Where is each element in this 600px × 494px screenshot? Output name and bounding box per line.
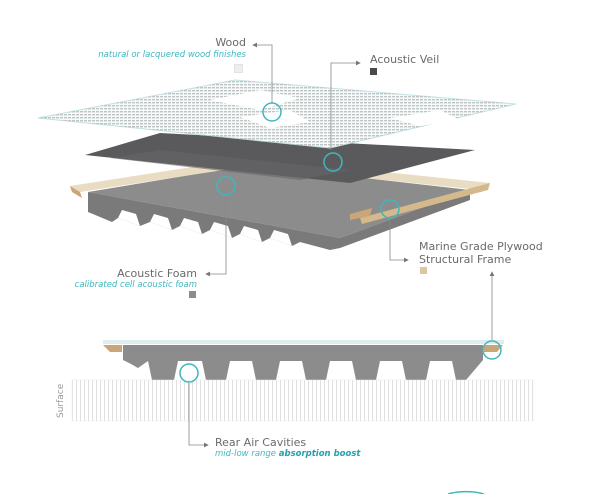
acoustic-foam-subtitle: calibrated cell acoustic foam bbox=[74, 280, 197, 290]
acoustic-veil-layer bbox=[85, 133, 475, 183]
leader-lines bbox=[188, 42, 495, 448]
side-view-panel bbox=[71, 340, 534, 422]
wood-layer bbox=[37, 79, 517, 149]
wood-subtitle: natural or lacquered wood finishes bbox=[98, 50, 246, 60]
foam-swatch bbox=[189, 291, 196, 298]
rear-air-cavities-subtitle: mid-low range absorption boost bbox=[215, 449, 361, 459]
veil-swatch bbox=[370, 68, 377, 75]
wood-swatch bbox=[234, 64, 243, 73]
plywood-label-line2: Structural Frame bbox=[419, 253, 512, 266]
plywood-label-line1: Marine Grade Plywood bbox=[419, 240, 543, 253]
acoustic-foam-label: Acoustic Foam bbox=[117, 267, 197, 280]
frame-swatch bbox=[420, 267, 427, 274]
surface-wall bbox=[71, 379, 534, 422]
rear-air-cavities-label: Rear Air Cavities bbox=[215, 436, 307, 449]
wood-label: Wood bbox=[215, 36, 246, 49]
acoustic-veil-label: Acoustic Veil bbox=[370, 53, 440, 66]
surface-label: Surface bbox=[56, 383, 66, 418]
